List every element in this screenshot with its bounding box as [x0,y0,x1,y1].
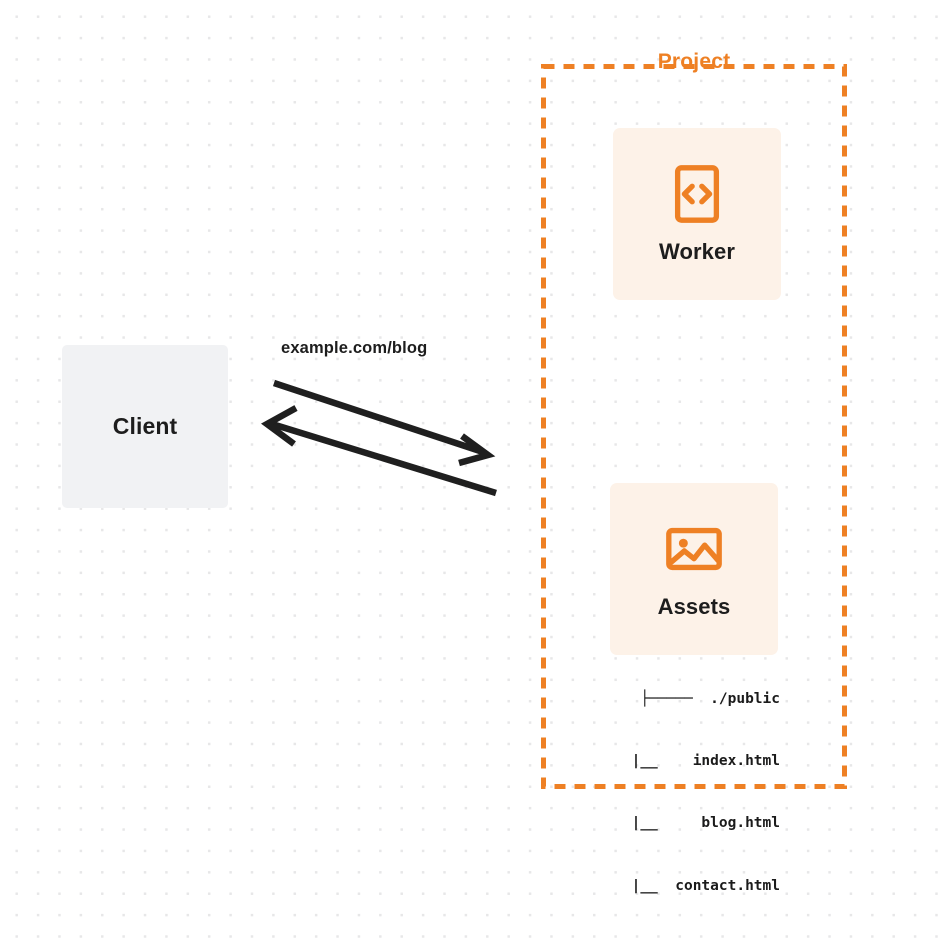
file-tree-line: |__ contact.html [587,877,780,894]
diagram-canvas: Client example.com/blog Project Wor [62,50,847,894]
node-assets[interactable]: Assets [610,483,778,655]
node-client[interactable]: Client [62,345,228,508]
project-title: Project [657,50,731,73]
node-worker-label: Worker [659,239,735,264]
node-client-label: Client [112,413,178,439]
connection-label: example.com/blog [281,339,428,357]
file-tree-line: ├───── ./public [640,690,780,707]
code-brackets-icon [674,165,720,223]
project-group[interactable]: Project Worker Assets ├───── ./public |_… [541,50,847,894]
image-picture-icon [666,527,722,571]
file-tree-line: |__ index.html [587,752,780,769]
response-arrow [260,405,497,497]
request-arrow [272,379,496,467]
project-dashed-border [541,64,847,789]
asset-file-tree: ├───── ./public |__ index.html |__ blog.… [541,647,847,938]
node-worker[interactable]: Worker [613,128,781,300]
node-assets-label: Assets [657,594,731,619]
file-tree-line: |__ blog.html [587,815,780,832]
